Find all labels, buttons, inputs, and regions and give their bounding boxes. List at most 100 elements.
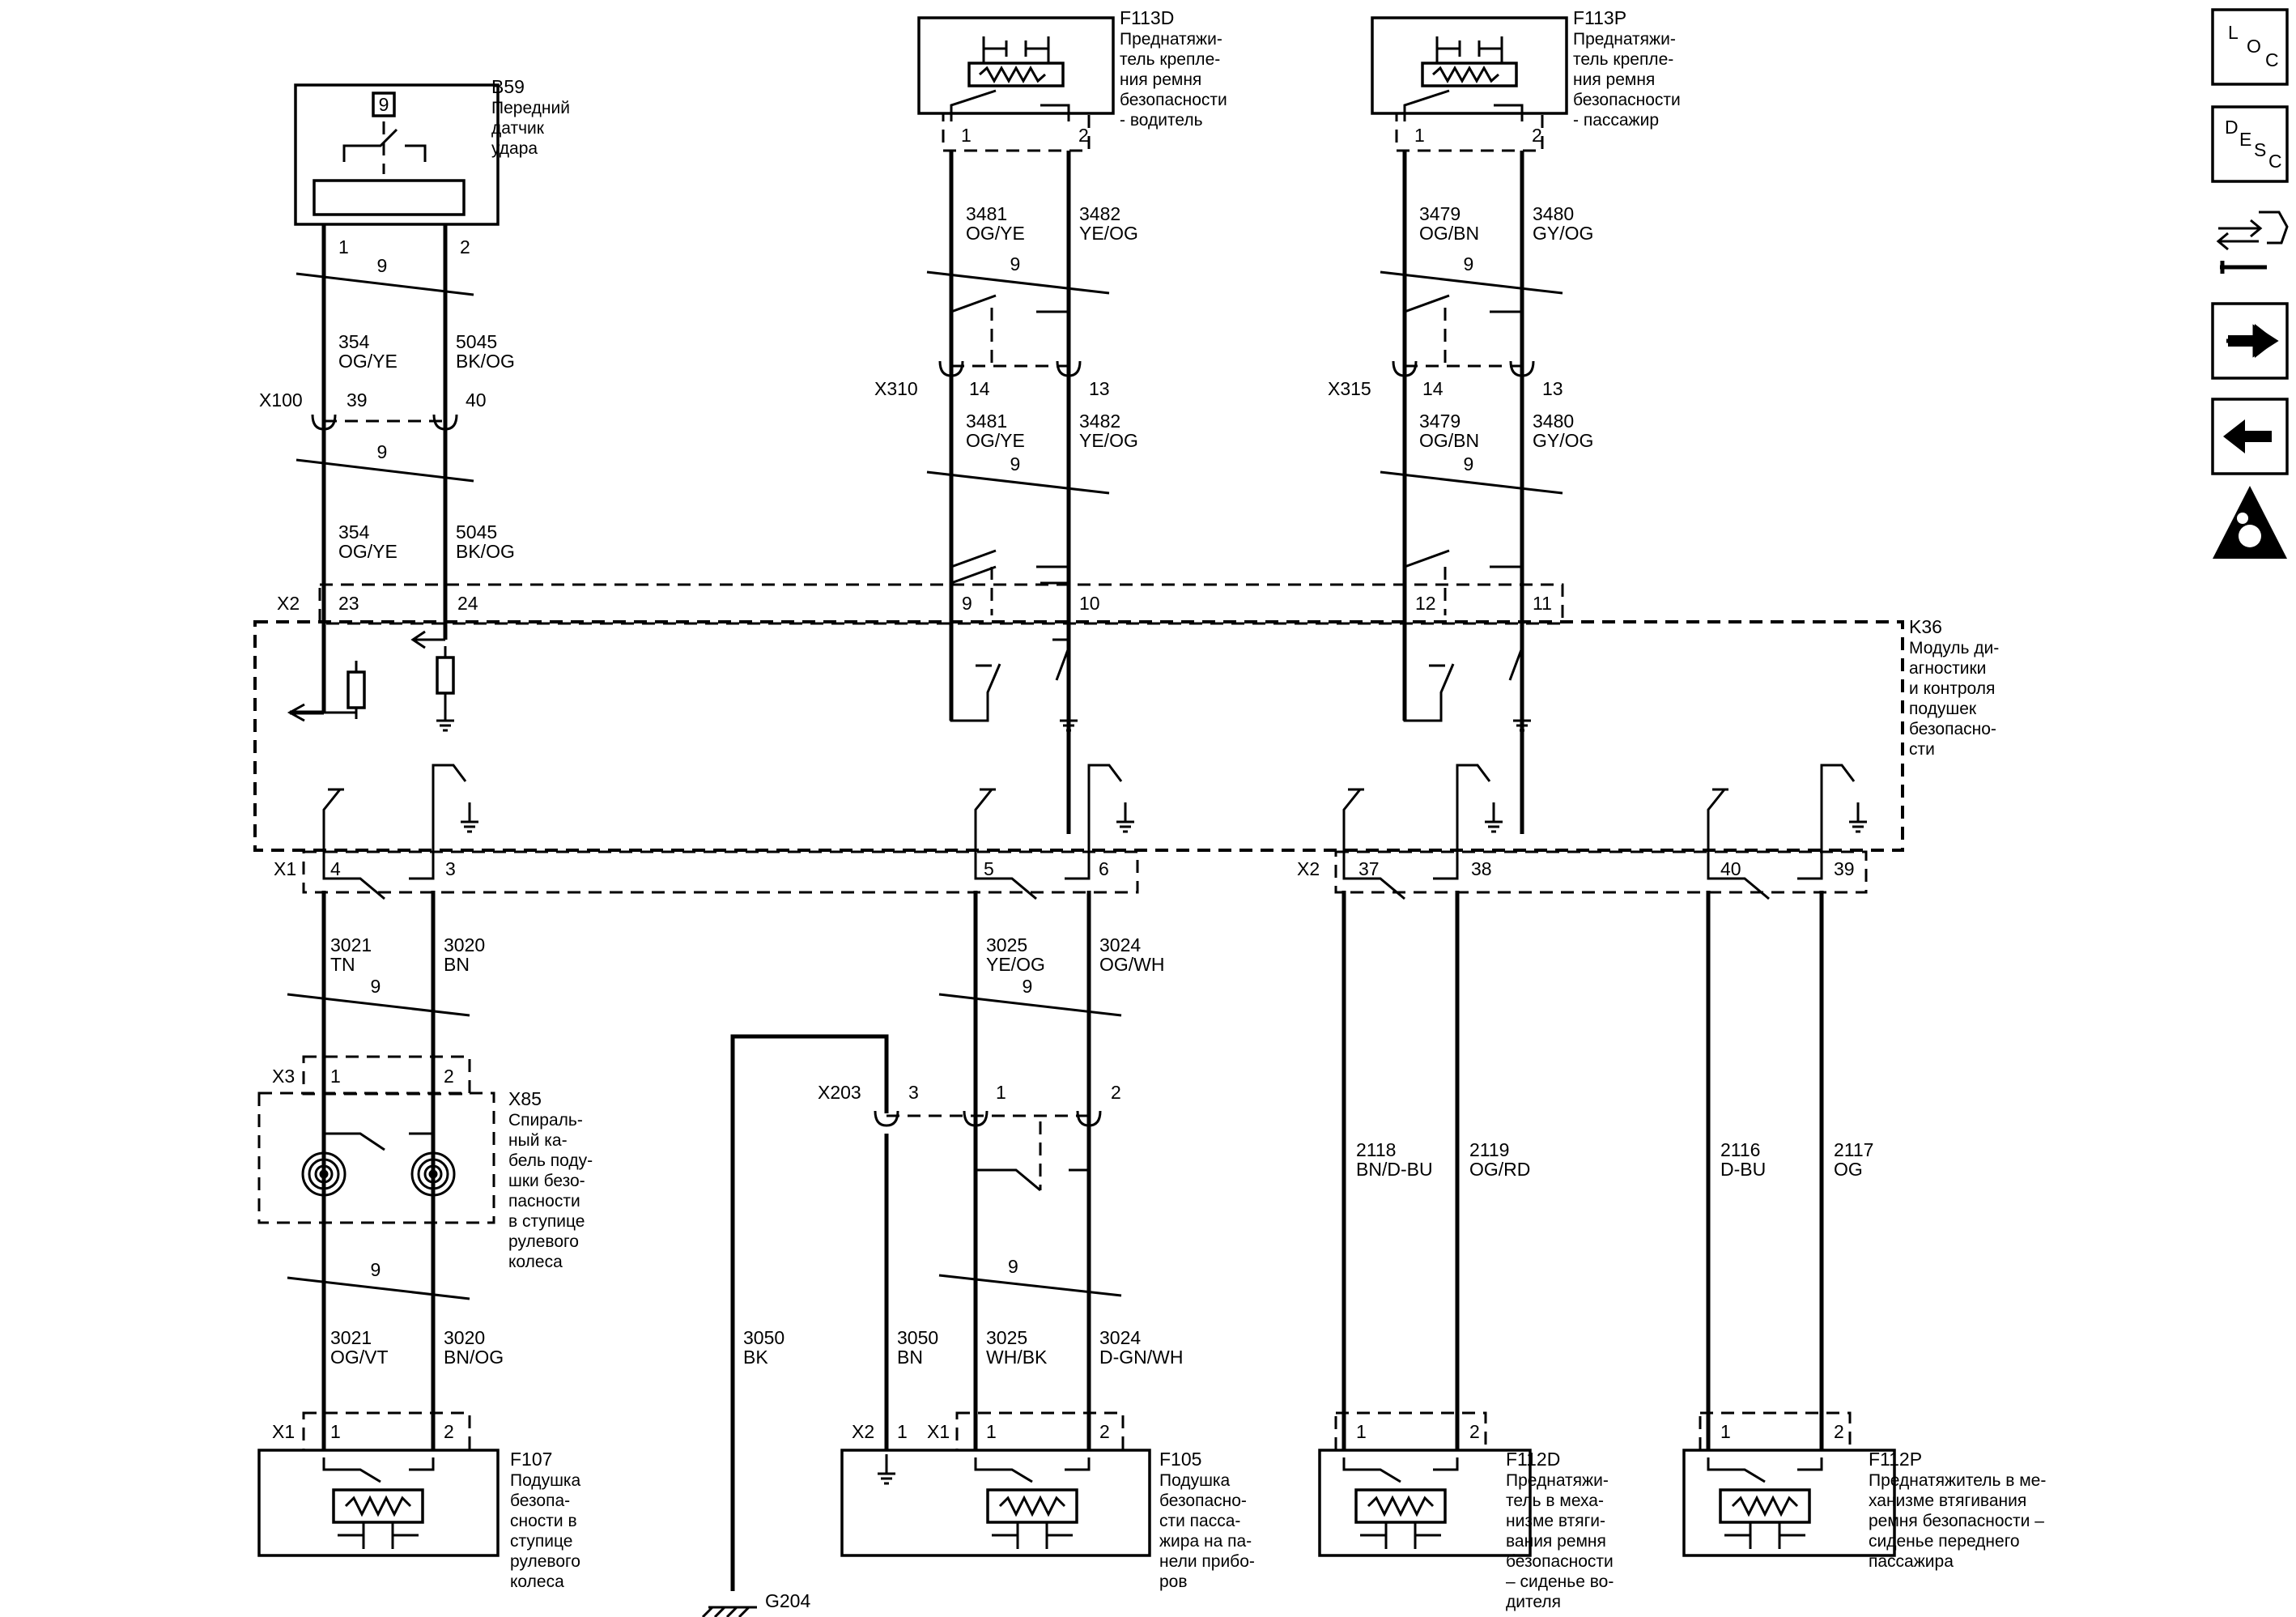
- connector-switch: [322, 850, 385, 900]
- head-figure: [2237, 513, 2248, 524]
- description-line: – сиденье во-: [1506, 1572, 1614, 1591]
- resistor-zigzag: [1367, 1495, 1435, 1517]
- ground-icon: [878, 1454, 895, 1485]
- pin-label: 1: [1720, 1421, 1731, 1442]
- inline-switch: [1403, 294, 1450, 356]
- wire-number: 3024: [1099, 934, 1141, 955]
- wire-color: BK/OG: [456, 351, 515, 372]
- wire-color: YE/OG: [1079, 223, 1138, 244]
- wire-color: OG/YE: [966, 223, 1025, 244]
- wire-color: OG/YE: [338, 541, 398, 562]
- connector-name: X310: [874, 378, 918, 399]
- firing-switch: [1820, 764, 1856, 850]
- wire-color: YE/OG: [986, 954, 1045, 975]
- spiral-ring: [423, 1164, 443, 1184]
- desc-button-frame: [2211, 105, 2289, 183]
- wire-number: 3480: [1533, 411, 1574, 432]
- pin-label: 39: [1834, 858, 1855, 879]
- resistor-zigzag: [979, 65, 1046, 84]
- connector-tool-icon[interactable]: [2216, 211, 2289, 274]
- spiral-ring: [428, 1169, 438, 1179]
- x203-switch: [974, 1134, 1091, 1192]
- connector-terminal: [1076, 1110, 1102, 1127]
- description-line: Преднатяжитель в ме-: [1869, 1471, 2046, 1490]
- twist-line: [926, 470, 1110, 495]
- description-line: ханизме втягивания: [1869, 1491, 2026, 1510]
- twisted-pair-marker: 9: [287, 976, 470, 1017]
- inline-switch: [1036, 310, 1070, 356]
- description-line: безопасно-: [1909, 720, 1996, 738]
- pin-label: 1: [961, 125, 972, 146]
- description-line: - водитель: [1120, 111, 1203, 130]
- wire-number: 3481: [966, 203, 1007, 224]
- description-line: пассажира: [1869, 1552, 1954, 1571]
- connector-name: X203: [818, 1082, 861, 1103]
- resistor-body: [436, 656, 455, 695]
- connector-switch: [1065, 850, 1091, 880]
- wire-number: 3024: [1099, 1327, 1141, 1348]
- pin-label: 40: [1720, 858, 1741, 879]
- twist-count: 9: [1010, 253, 1021, 274]
- wire-color: BN: [897, 1347, 923, 1368]
- wire-color: BK/OG: [456, 541, 515, 562]
- pin-label: 1: [1356, 1421, 1367, 1442]
- pin-label: 1: [330, 1421, 341, 1442]
- internal-switch: [950, 565, 997, 599]
- pin-label: 1: [338, 236, 349, 257]
- twist-count: 9: [1010, 453, 1021, 474]
- arrow-head: [287, 703, 305, 722]
- previous-page-button[interactable]: [2211, 398, 2289, 475]
- ground-icon: [1116, 802, 1134, 833]
- connector-switch: [1433, 850, 1459, 880]
- loc-button[interactable]: LOC: [2211, 8, 2289, 86]
- next-page-button[interactable]: [2211, 302, 2289, 380]
- ground-hatch: [725, 1606, 738, 1617]
- wire-number: 3482: [1079, 203, 1120, 224]
- wire-number: 3050: [897, 1327, 938, 1348]
- inline-switch: [1403, 549, 1450, 599]
- connector-name: X315: [1328, 378, 1371, 399]
- connector-outline: [1334, 850, 1868, 894]
- internal-switch: [1508, 623, 1524, 681]
- twisted-pair-marker: 9: [926, 453, 1110, 495]
- description-line: сиденье переднего: [1869, 1532, 2020, 1551]
- description-line: Подушка: [510, 1471, 581, 1490]
- firing-switch: [974, 788, 996, 850]
- resistor-icon: [436, 646, 455, 704]
- wire-number: 2118: [1356, 1139, 1396, 1160]
- connector-terminal: [963, 1110, 989, 1127]
- component-code: F113D: [1120, 7, 1174, 28]
- description-line: пасности: [508, 1192, 580, 1211]
- wire-color: OG/VT: [330, 1347, 389, 1368]
- description-line: - пассажир: [1573, 111, 1659, 130]
- connector-terminal: [1056, 360, 1082, 377]
- description-line: Преднатяжи-: [1120, 30, 1222, 49]
- firing-switch: [1456, 764, 1491, 850]
- spiral-ring: [314, 1164, 334, 1184]
- twisted-pair-marker: 9: [1380, 453, 1563, 495]
- wire-color: TN: [330, 954, 355, 975]
- connector-name: X2: [852, 1421, 874, 1442]
- pin-label: 2: [460, 236, 470, 257]
- wire-color: OG/RD: [1469, 1159, 1530, 1180]
- connector-outline: [302, 850, 1139, 894]
- component-code: F113P: [1573, 7, 1626, 28]
- arrow-head: [410, 630, 426, 649]
